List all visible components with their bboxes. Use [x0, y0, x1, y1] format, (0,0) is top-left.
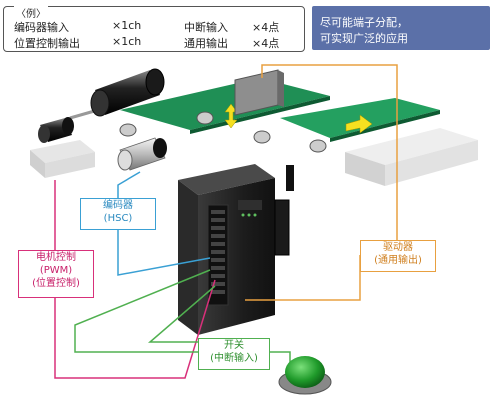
switch-line-btn — [268, 351, 291, 365]
switch-label-title: 开关 — [224, 340, 244, 351]
switch-line-plc — [147, 285, 216, 343]
spec-value-position: ×1ch — [112, 35, 142, 48]
encoder-label: 编码器 (HSC) — [80, 198, 156, 230]
switch-label: 开关 (中断输入) — [198, 338, 270, 370]
encoder-label-sub: (HSC) — [103, 213, 133, 224]
switch-line — [74, 269, 211, 353]
driver-label-sub: (通用输出) — [374, 255, 422, 266]
spec-heading: 〈例〉 — [14, 5, 48, 20]
driver-line — [245, 255, 361, 301]
driver-label-title: 驱动器 — [383, 242, 413, 253]
motor-label-title: 电机控制 — [36, 252, 76, 263]
encoder — [117, 137, 167, 171]
encoder-line-plc — [117, 228, 211, 276]
motor-label-sub: (PWM) — [39, 265, 73, 276]
spec-label-position: 位置控制输出 — [14, 37, 80, 50]
motor-control-label: 电机控制 (PWM) (位置控制) — [18, 250, 94, 298]
motion-arrows — [224, 103, 373, 134]
note-line-2: 可实现广泛的应用 — [320, 32, 408, 45]
spec-box: 〈例〉 编码器输入 ×1ch 中断输入 ×4点 位置控制输出 ×1ch 通用输出… — [3, 5, 305, 52]
motor-line-plc — [54, 279, 216, 379]
left-stand — [30, 140, 95, 178]
green-switch — [278, 356, 332, 395]
spec-value-encoder: ×1ch — [112, 19, 142, 32]
connection-lines — [54, 64, 398, 379]
encoder-line — [117, 171, 141, 198]
spec-value-interrupt: ×4点 — [252, 21, 280, 34]
gate-plate — [234, 69, 284, 116]
driver-label: 驱动器 (通用输出) — [360, 240, 436, 272]
top-motor — [69, 68, 165, 120]
motor-label-sub2: (位置控制) — [32, 278, 80, 289]
spec-label-interrupt: 中断输入 — [184, 21, 228, 34]
note-line-1: 尽可能端子分配， — [320, 16, 408, 29]
left-roller — [38, 117, 74, 143]
spec-label-encoder: 编码器输入 — [14, 21, 69, 34]
spec-label-general: 通用输出 — [184, 37, 228, 50]
note-box: 尽可能端子分配， 可实现广泛的应用 — [312, 6, 490, 50]
encoder-label-title: 编码器 — [103, 200, 133, 211]
switch-label-sub: (中断输入) — [210, 353, 258, 364]
spec-value-general: ×4点 — [252, 37, 280, 50]
driver-line-top — [261, 64, 398, 240]
plc-unit — [178, 164, 294, 335]
belt-rollers — [119, 111, 327, 153]
right-stand — [345, 128, 478, 186]
